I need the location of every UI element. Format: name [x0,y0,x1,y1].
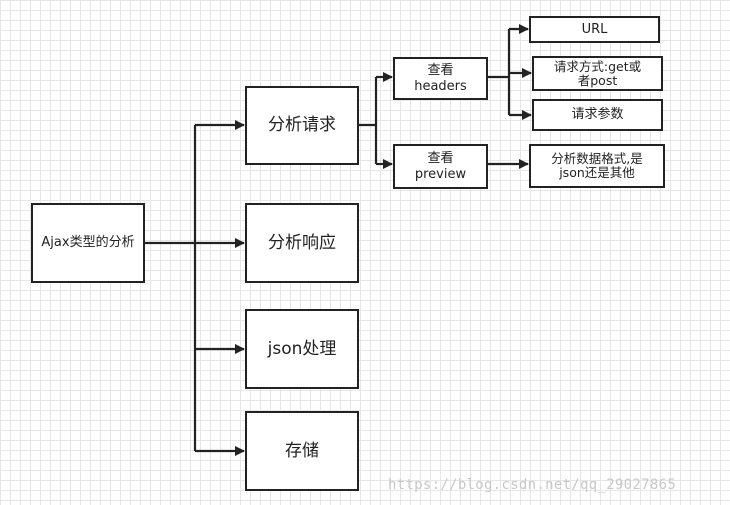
url-label: URL [581,21,608,37]
storage-node: 存储 [245,411,359,491]
url-node: URL [529,16,660,43]
data-format-label: 分析数据格式,是 json还是其他 [551,150,643,180]
analyze-request-label: 分析请求 [268,115,336,136]
analyze-response-label: 分析响应 [268,232,336,253]
analyze-request-node: 分析请求 [245,86,359,165]
request-params-node: 请求参数 [532,99,663,131]
request-method-label: 请求方式:get或 者post [553,58,642,88]
watermark-text: https://blog.csdn.net/qq_29027865 [388,477,677,493]
view-headers-label: 查看 headers [414,62,467,94]
root-node: Ajax类型的分析 [31,203,145,283]
request-params-label: 请求参数 [571,107,624,123]
storage-label: 存储 [285,440,319,461]
analyze-response-node: 分析响应 [245,203,359,283]
request-method-node: 请求方式:get或 者post [532,56,663,91]
root-label: Ajax类型的分析 [41,235,135,251]
data-format-node: 分析数据格式,是 json还是其他 [529,144,665,188]
view-headers-node: 查看 headers [393,57,488,100]
view-preview-node: 查看 preview [393,144,488,189]
view-preview-label: 查看 preview [414,150,467,182]
json-processing-node: json处理 [245,309,359,389]
json-processing-label: json处理 [267,338,337,359]
